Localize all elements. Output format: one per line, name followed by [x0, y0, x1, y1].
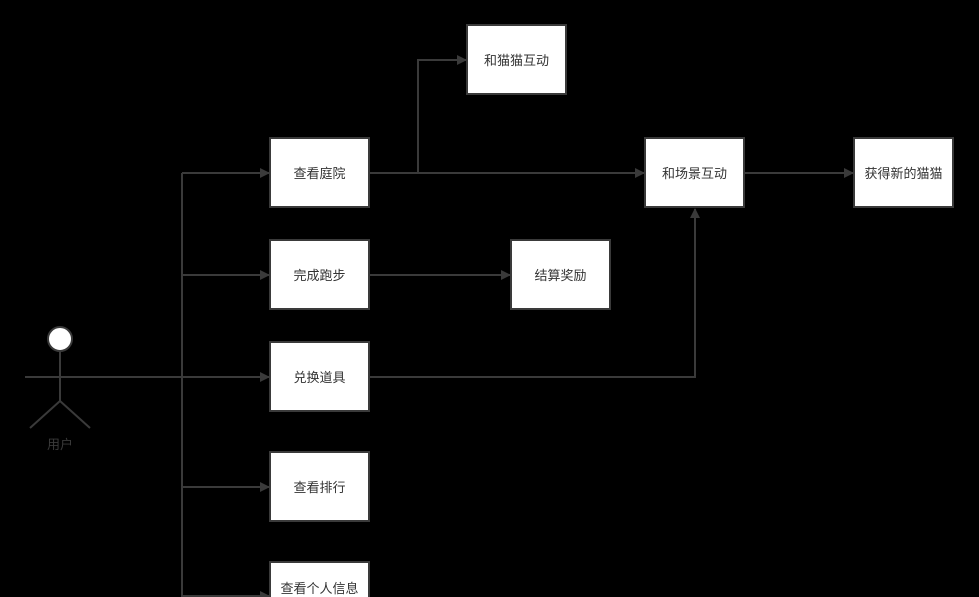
- node-get-new-cat[interactable]: 获得新的猫猫: [853, 137, 954, 208]
- node-view-profile[interactable]: 查看个人信息: [269, 561, 370, 597]
- edge-yard-to-cat: [370, 55, 467, 174]
- node-settle-reward[interactable]: 结算奖励: [510, 239, 611, 310]
- node-interact-cat[interactable]: 和猫猫互动: [466, 24, 567, 95]
- node-finish-run[interactable]: 完成跑步: [269, 239, 370, 310]
- edge-exchange-to-scene: [370, 208, 700, 378]
- actor-right-leg: [59, 400, 91, 429]
- actor-head: [47, 326, 73, 352]
- actor-figure: [25, 326, 95, 429]
- node-interact-scene[interactable]: 和场景互动: [644, 137, 745, 208]
- node-view-yard[interactable]: 查看庭院: [269, 137, 370, 208]
- actor-label: 用户: [46, 438, 73, 453]
- node-view-rank[interactable]: 查看排行: [269, 451, 370, 522]
- node-exchange-items[interactable]: 兑换道具: [269, 341, 370, 412]
- actor-left-leg: [29, 400, 61, 429]
